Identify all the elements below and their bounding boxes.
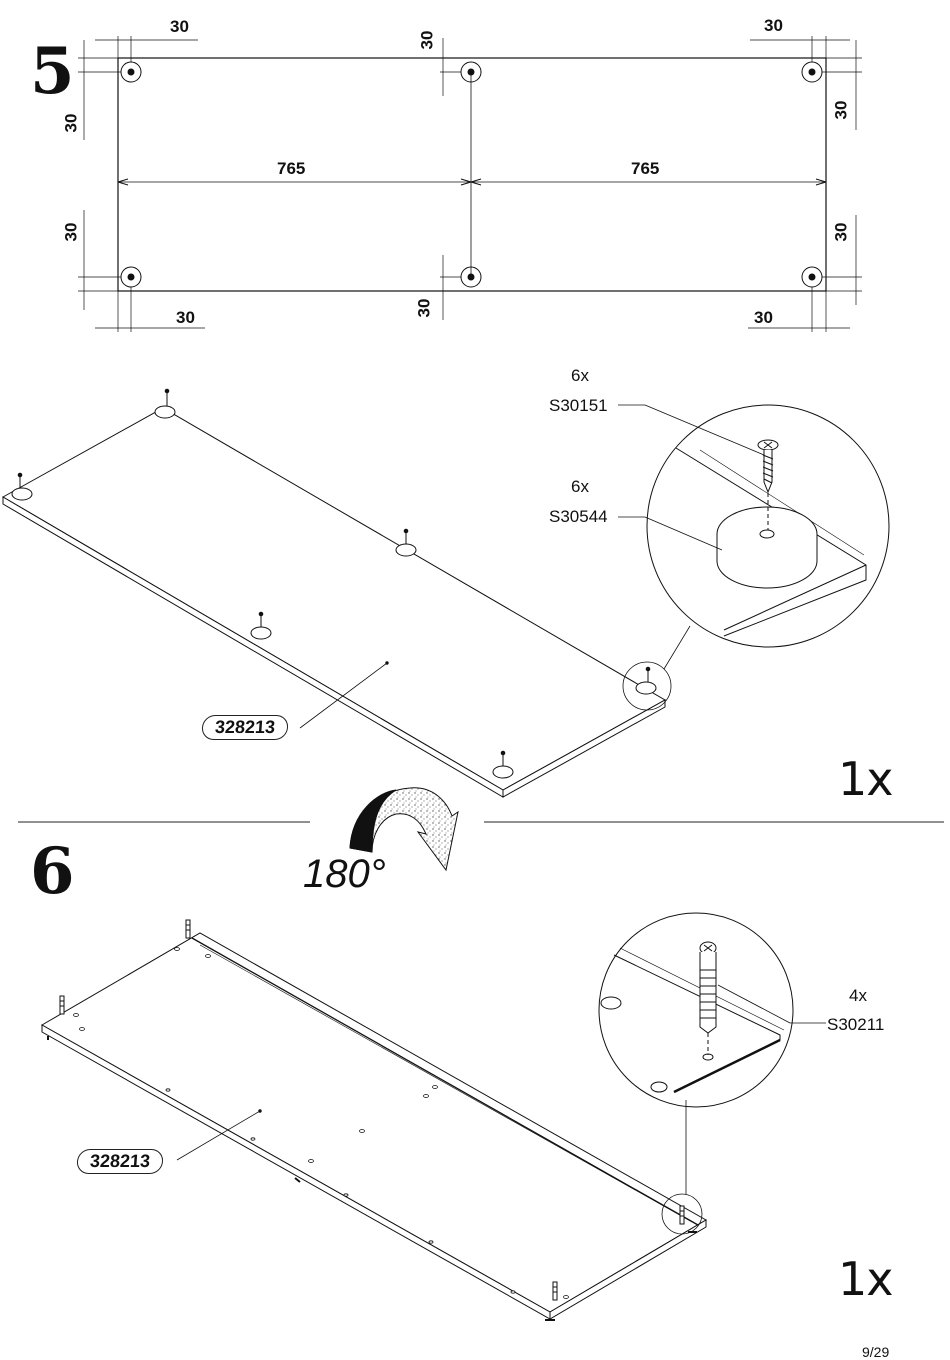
dim-span-left: 765 (277, 159, 306, 178)
detail-view-step5 (618, 404, 890, 648)
detail-view-step6 (598, 912, 826, 1108)
dim-top-mid: 30 (417, 30, 437, 50)
foot-code: S30544 (549, 507, 608, 526)
page-number: 9/29 (862, 1344, 890, 1360)
dim-top-left: 30 (170, 17, 189, 36)
dim-right-bottom: 30 (831, 222, 851, 242)
panel-isometric-step5 (1, 388, 691, 798)
dim-span-right: 765 (631, 159, 660, 178)
dim-right-top: 30 (831, 100, 851, 120)
foot-quantity: 6x (571, 477, 589, 496)
step-number-5: 5 (30, 34, 75, 109)
foot-icon (11, 388, 657, 779)
quantity-step5: 1x (838, 752, 893, 806)
screw-code: S30151 (549, 396, 608, 415)
rotate-arrow-icon (349, 787, 459, 872)
dim-bottom-left: 30 (176, 308, 195, 327)
part-tag-step6: 328213 (76, 1149, 164, 1174)
foot-marker-icon (120, 61, 823, 288)
part-tag-step5: 328213 (201, 715, 289, 740)
dim-top-right: 30 (764, 16, 783, 35)
dim-left-top: 30 (61, 113, 81, 133)
dowel-icon (59, 919, 685, 1301)
dim-bottom-right: 30 (754, 308, 773, 327)
dowel-code: S30211 (827, 1015, 885, 1034)
plan-view (78, 36, 862, 332)
panel-isometric-step6 (40, 919, 707, 1321)
step-number-6: 6 (30, 834, 75, 909)
dim-bottom-mid: 30 (414, 298, 434, 318)
quantity-step6: 1x (838, 1252, 893, 1306)
dim-left-bottom: 30 (61, 222, 81, 242)
rotation-label: 180° (303, 852, 386, 896)
screw-quantity: 6x (571, 366, 589, 385)
dowel-quantity: 4x (849, 986, 867, 1005)
